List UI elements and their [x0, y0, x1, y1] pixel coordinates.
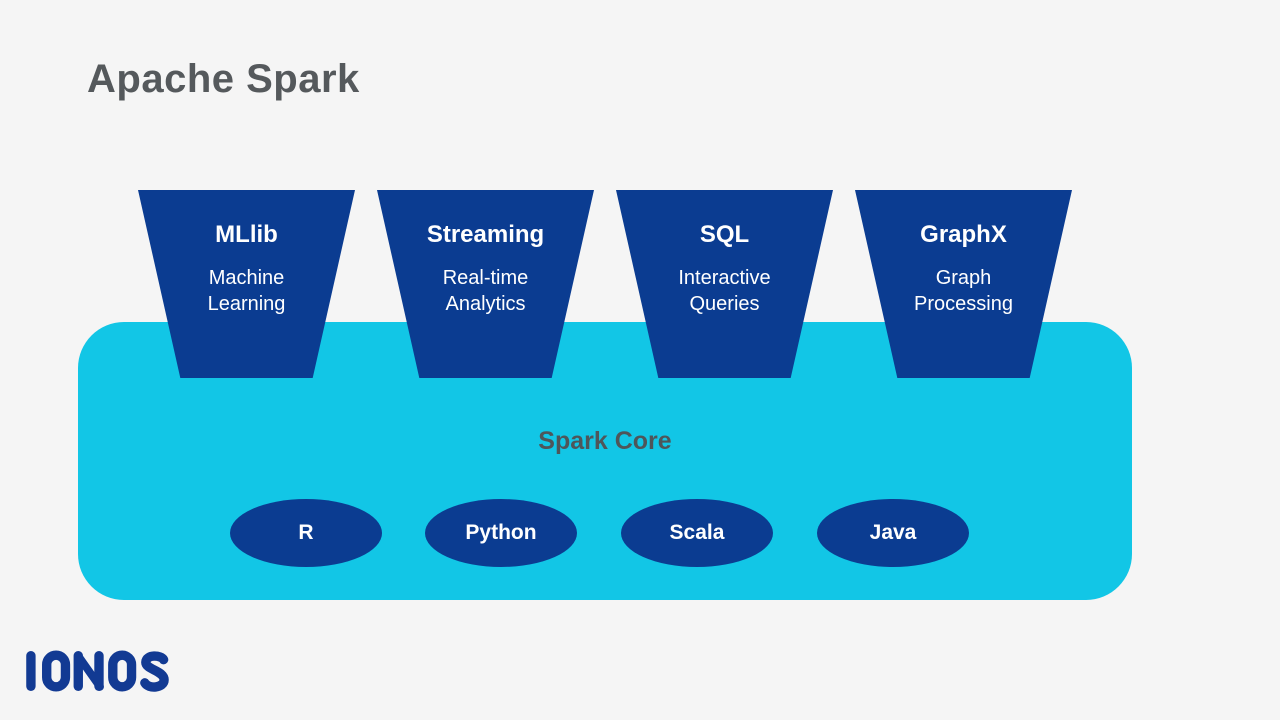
streaming-text: Streaming Real-time Analytics: [377, 221, 594, 317]
sql-title: SQL: [699, 221, 750, 248]
component-sql: SQL Interactive Queries: [616, 190, 833, 378]
component-graphx: GraphX Graph Processing: [855, 190, 1072, 378]
streaming-title: Streaming: [426, 221, 545, 248]
streaming-description: Real-time Analytics: [442, 267, 529, 315]
graphx-description: Graph Processing: [914, 267, 1013, 315]
mllib-title: MLlib: [215, 221, 278, 248]
graphx-trapezoid-shape: [855, 190, 1072, 378]
ionos-logo-icon: [25, 650, 171, 692]
component-mllib: MLlib Machine Learning: [138, 190, 355, 378]
spark-core-label: Spark Core: [538, 427, 672, 455]
component-streaming: Streaming Real-time Analytics: [377, 190, 594, 378]
sql-trapezoid-shape: [616, 190, 833, 378]
language-ellipse-java: Java: [817, 499, 969, 567]
sql-text: SQL Interactive Queries: [616, 221, 833, 317]
streaming-trapezoid-shape: [377, 190, 594, 378]
mllib-text: MLlib Machine Learning: [138, 221, 355, 317]
language-ellipse-r: R: [230, 499, 382, 567]
language-ellipse-python: Python: [425, 499, 577, 567]
mllib-description: Machine Learning: [207, 267, 286, 315]
page-title: Apache Spark: [87, 57, 360, 101]
graphx-title: GraphX: [920, 221, 1007, 248]
language-ellipse-scala: Scala: [621, 499, 773, 567]
graphx-text: GraphX Graph Processing: [855, 221, 1072, 317]
sql-description: Interactive Queries: [678, 267, 771, 315]
mllib-trapezoid-shape: [138, 190, 355, 378]
